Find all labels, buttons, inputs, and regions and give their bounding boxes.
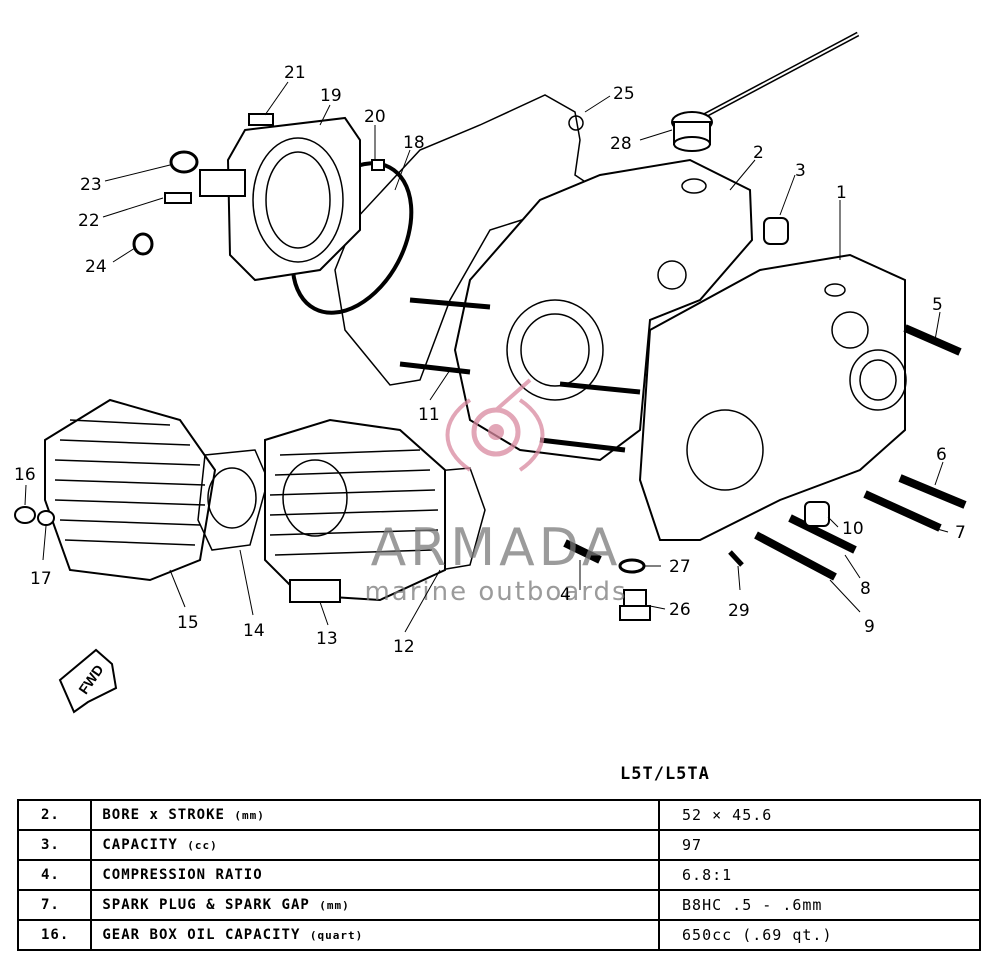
crankcase-part [453,158,907,541]
spec-value: 97 [658,829,981,861]
callout-6: 6 [936,445,947,465]
spec-table: 2. BORE x STROKE (mm) 52 × 45.6 3. CAPAC… [16,799,981,951]
spec-label: GEAR BOX OIL CAPACITY (quart) [90,919,661,951]
watermark-logo [445,378,545,472]
callout-20: 20 [364,107,386,127]
callout-5: 5 [932,295,943,315]
callout-1: 1 [836,183,847,203]
dowel-pin-part [763,217,789,245]
spec-label: COMPRESSION RATIO [90,859,661,891]
callout-3: 3 [795,161,806,181]
callout-22: 22 [78,211,100,231]
callout-21: 21 [284,63,306,83]
callout-17: 17 [30,569,52,589]
model-header: L5T/L5TA [620,764,710,784]
side-cover-part [199,116,385,282]
callout-24: 24 [85,257,107,277]
callout-16: 16 [14,465,36,485]
table-row: 2. BORE x STROKE (mm) 52 × 45.6 [16,799,981,831]
callout-19: 19 [320,86,342,106]
table-row: 16. GEAR BOX OIL CAPACITY (quart) 650cc … [16,919,981,951]
callout-15: 15 [177,613,199,633]
callout-8: 8 [860,579,871,599]
spec-label: SPARK PLUG & SPARK GAP (mm) [90,889,661,921]
spec-value: B8HC .5 - .6mm [658,889,981,921]
drain-plug-part [619,589,651,621]
callout-labels: 1 2 3 4 5 6 7 8 9 10 11 12 13 14 15 16 1… [14,63,966,657]
head-gasket-part [197,449,269,551]
callout-25: 25 [613,84,635,104]
spec-value: 52 × 45.6 [658,799,981,831]
screw-part [164,192,192,204]
bolt-part [248,113,274,126]
callout-26: 26 [669,600,691,620]
callout-14: 14 [243,621,265,641]
watermark-brand: ARMADA [371,518,622,578]
collar-part [804,501,830,527]
snap-ring-part [169,150,199,174]
callout-9: 9 [864,617,875,637]
pin-part [728,550,744,567]
studs-part [399,297,641,453]
callout-23: 23 [80,175,102,195]
callout-18: 18 [403,133,425,153]
washer-part [618,558,646,574]
spec-label: CAPACITY (cc) [90,829,661,861]
leader-lines [24,81,949,633]
table-row: 7. SPARK PLUG & SPARK GAP (mm) B8HC .5 -… [16,889,981,921]
spec-number: 16. [16,919,93,951]
nut-washer-part [37,510,55,526]
callout-4: 4 [560,585,571,605]
watermark-tagline: marine outboards [364,577,627,607]
dipstick-part [671,31,860,152]
callout-13: 13 [316,629,338,649]
spec-value: 650cc (.69 qt.) [658,919,981,951]
callout-29: 29 [728,601,750,621]
nut-part [14,506,36,524]
callout-7: 7 [955,523,966,543]
cylinder-part [264,418,446,603]
callout-28: 28 [610,134,632,154]
table-row: 4. COMPRESSION RATIO 6.8:1 [16,859,981,891]
table-row: 3. CAPACITY (cc) 97 [16,829,981,861]
spec-number: 7. [16,889,93,921]
spec-number: 4. [16,859,93,891]
spec-number: 3. [16,829,93,861]
clip-part [132,232,154,256]
cylinder-head-part [44,398,217,582]
exploded-engine-diagram: FWD ARMADA marine outboards [14,31,967,714]
spec-label: BORE x STROKE (mm) [90,799,661,831]
callout-10: 10 [842,519,864,539]
callout-11: 11 [418,405,440,425]
spec-value: 6.8:1 [658,859,981,891]
callout-12: 12 [393,637,415,657]
callout-27: 27 [669,557,691,577]
spec-number: 2. [16,799,93,831]
bolts-part [563,324,967,581]
callout-2: 2 [753,143,764,163]
fwd-arrow-icon: FWD [58,648,118,714]
